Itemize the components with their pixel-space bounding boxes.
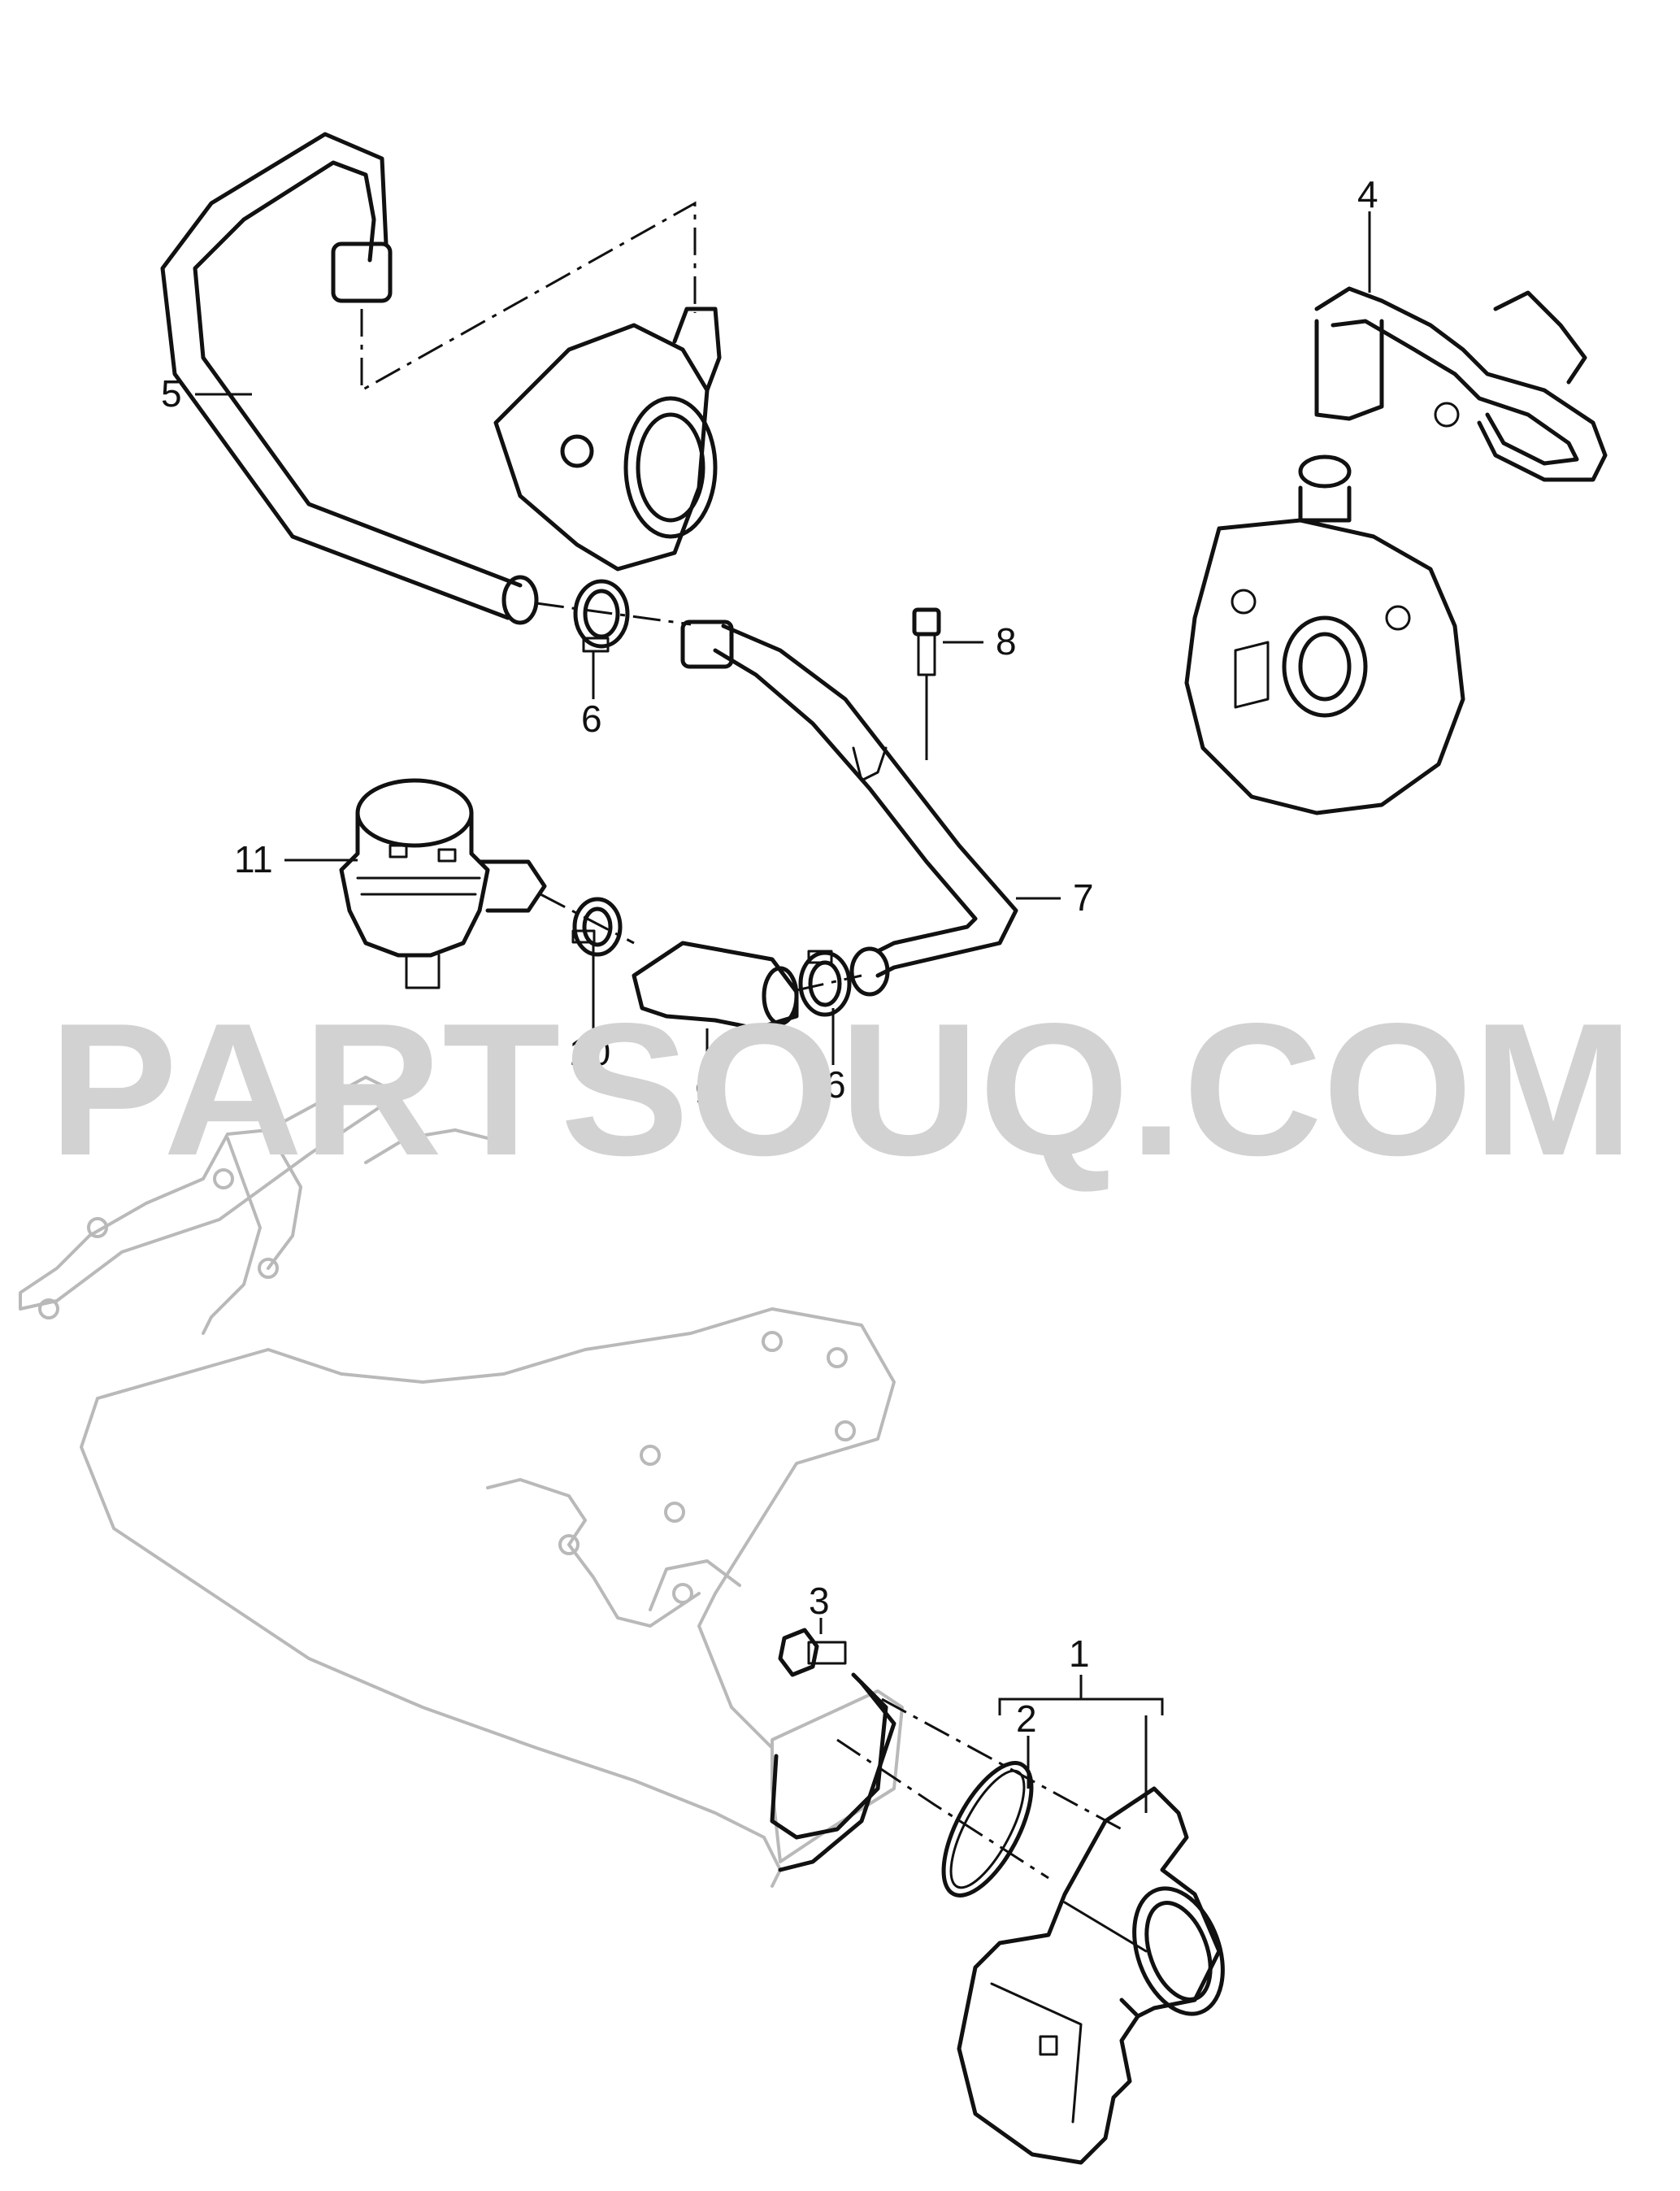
assembly-line-10 bbox=[540, 893, 635, 945]
assembly-line-6-lower bbox=[796, 974, 862, 992]
oil-separator[interactable] bbox=[339, 778, 547, 989]
connecting-hose[interactable] bbox=[680, 619, 1018, 997]
assembly-line-1 bbox=[881, 1698, 1122, 1831]
assembly-line-5 bbox=[360, 201, 697, 393]
callout-10: 10 bbox=[569, 1031, 610, 1073]
callout-6-lower: 6 bbox=[825, 1063, 846, 1106]
oil-filler-neck bbox=[493, 306, 722, 572]
curved-hose[interactable] bbox=[632, 941, 799, 1031]
hose-clamp-lower[interactable] bbox=[798, 950, 852, 1017]
callout-6-upper: 6 bbox=[581, 698, 602, 740]
bolt-lower[interactable] bbox=[778, 1628, 847, 1677]
assembly-line-6-upper bbox=[536, 602, 692, 626]
vacuum-hose[interactable] bbox=[1314, 286, 1608, 482]
callout-3: 3 bbox=[809, 1580, 830, 1622]
leader-lines bbox=[195, 211, 1371, 1813]
hose-clamp-small[interactable] bbox=[571, 897, 623, 957]
callout-8: 8 bbox=[996, 620, 1017, 663]
manifold-flange bbox=[770, 1672, 896, 1872]
bolt-upper[interactable] bbox=[912, 607, 941, 760]
intake-manifold bbox=[19, 1076, 904, 1888]
callout-7: 7 bbox=[1073, 876, 1094, 919]
throttle-body[interactable] bbox=[957, 1786, 1239, 2165]
callout-11: 11 bbox=[234, 838, 273, 880]
callouts: 1 2 3 4 5 6 6 7 8 9 10 11 bbox=[161, 173, 1378, 1740]
watermark: PARTSOUQ.COM bbox=[49, 985, 1634, 1195]
callout-2: 2 bbox=[1016, 1698, 1037, 1740]
callout-4: 4 bbox=[1357, 173, 1378, 215]
hose-clamp-upper[interactable] bbox=[573, 579, 630, 653]
callout-9: 9 bbox=[695, 1072, 716, 1114]
assembly-line-2 bbox=[836, 1738, 1049, 1880]
callout-5: 5 bbox=[161, 372, 182, 415]
callout-1: 1 bbox=[1069, 1632, 1090, 1675]
vacuum-pump bbox=[1184, 454, 1465, 815]
o-ring[interactable] bbox=[926, 1750, 1049, 1909]
breather-hose[interactable] bbox=[160, 132, 539, 625]
